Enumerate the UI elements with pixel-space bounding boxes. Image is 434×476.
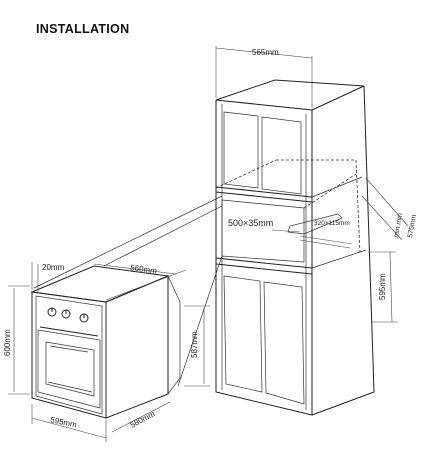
cabinet-right-side [311,85,375,416]
oven-base-depth-label: 580mm [129,409,157,430]
vent-size-label: 320×115mm [314,220,350,227]
oven-depth-label: 560mm [130,263,158,276]
oven-niche [221,199,305,263]
oven-height-label: 600mm [3,329,12,356]
cabinet-upper-right-door [261,116,302,195]
oven-width-label: 595mm [50,415,78,429]
oven: 20mm 560mm 600mm 587mm 595mm 580mm [3,262,210,442]
cabinet-lower-left-door [223,275,263,393]
opening-size-label: 500×35mm [228,218,273,228]
oven-side [105,275,169,419]
min-label: min.mm [393,212,404,238]
diagram-title: INSTALLATION [36,22,130,36]
cabinet: 565mm 500×35mm 320×115mm min.mm 575mm 59… [33,46,418,416]
cabinet-top-face [215,79,365,111]
vent-slot [287,213,343,235]
cabinet-upper-left-door [223,111,259,189]
oven-handle [39,326,99,337]
oven-door [37,329,101,409]
cabinet-front-outline [215,99,313,416]
cabinet-height-label: 595mm [378,273,387,300]
cabinet-depth-label: 575mm [407,214,418,238]
oven-top-label: 20mm [42,263,65,272]
cabinet-width-label: 565mm [252,48,279,57]
oven-side-label: 587mm [190,331,199,358]
cabinet-lower-right-door [263,281,305,405]
oven-window [45,341,95,397]
